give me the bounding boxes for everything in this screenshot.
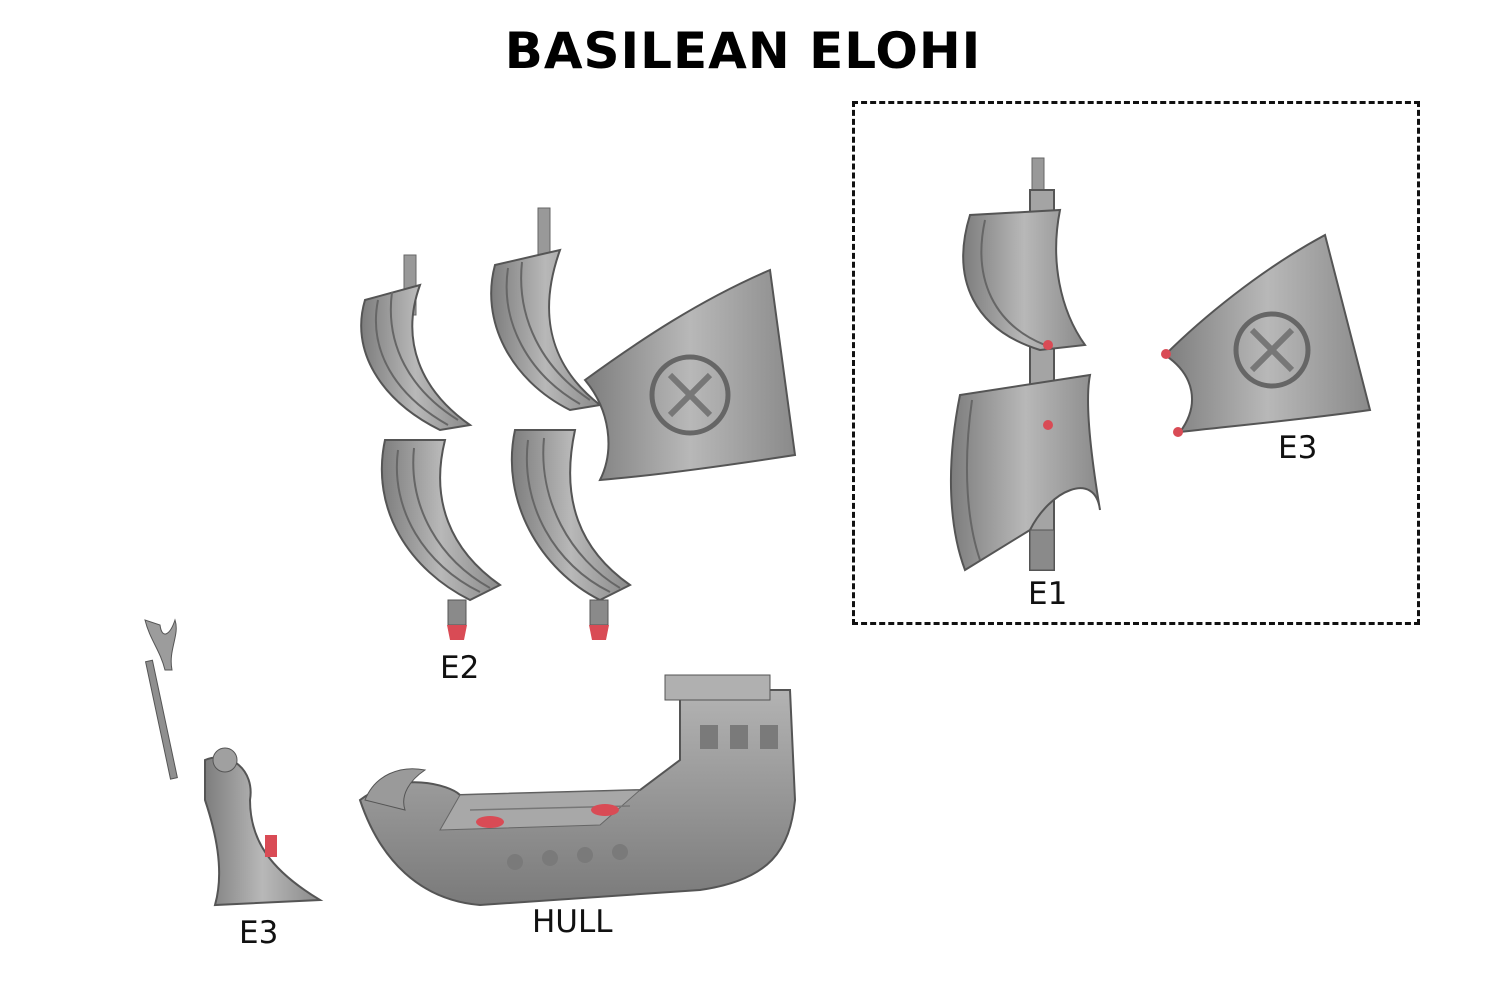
label-e3-figure: E3 bbox=[239, 915, 279, 951]
e2-mast-left bbox=[360, 254, 502, 640]
e1-e3-group-frame bbox=[852, 101, 1420, 625]
label-e2: E2 bbox=[440, 650, 480, 686]
e2-mast-right bbox=[490, 207, 797, 640]
page-title: BASILEAN ELOHI bbox=[504, 22, 982, 80]
hull-part bbox=[358, 674, 797, 907]
label-e1: E1 bbox=[1028, 576, 1068, 612]
e1-mast-part bbox=[949, 157, 1101, 572]
e3-figure-part bbox=[144, 618, 324, 907]
label-e3-sail: E3 bbox=[1278, 430, 1318, 466]
label-hull: HULL bbox=[532, 904, 613, 940]
e3-sail-part bbox=[1161, 233, 1372, 437]
